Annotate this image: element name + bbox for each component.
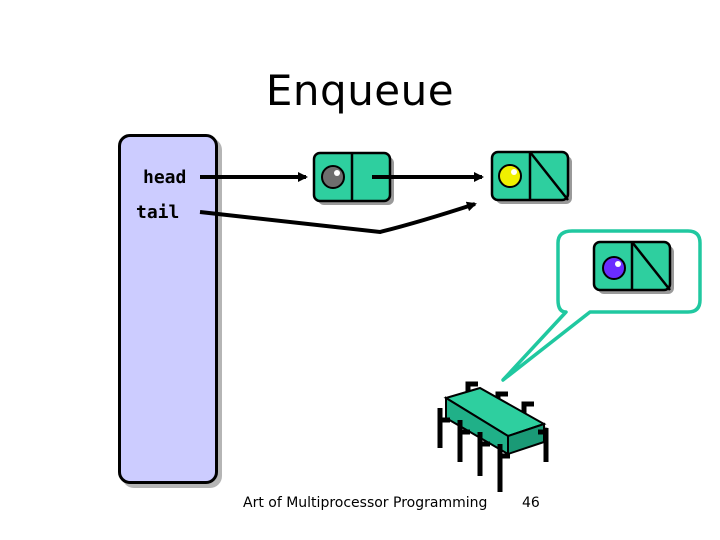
processor-chip-icon [437, 381, 549, 492]
head-field-label: head [143, 167, 187, 188]
node-2-value-ball [498, 164, 522, 188]
tail-field-label: tail [136, 202, 180, 223]
page-number: 46 [522, 495, 540, 511]
queue-node-3-in-bubble [592, 240, 674, 294]
node-1-value-ball [321, 165, 345, 189]
tail-pointer-arrow [199, 201, 477, 235]
queue-node-1 [312, 151, 394, 205]
slide-title: Enqueue [265, 66, 455, 115]
footer-text: Art of Multiprocessor Programming [243, 495, 488, 511]
queue-node-2 [490, 150, 572, 204]
shared-memory-panel [118, 134, 218, 484]
node-3-value-ball [602, 256, 626, 280]
